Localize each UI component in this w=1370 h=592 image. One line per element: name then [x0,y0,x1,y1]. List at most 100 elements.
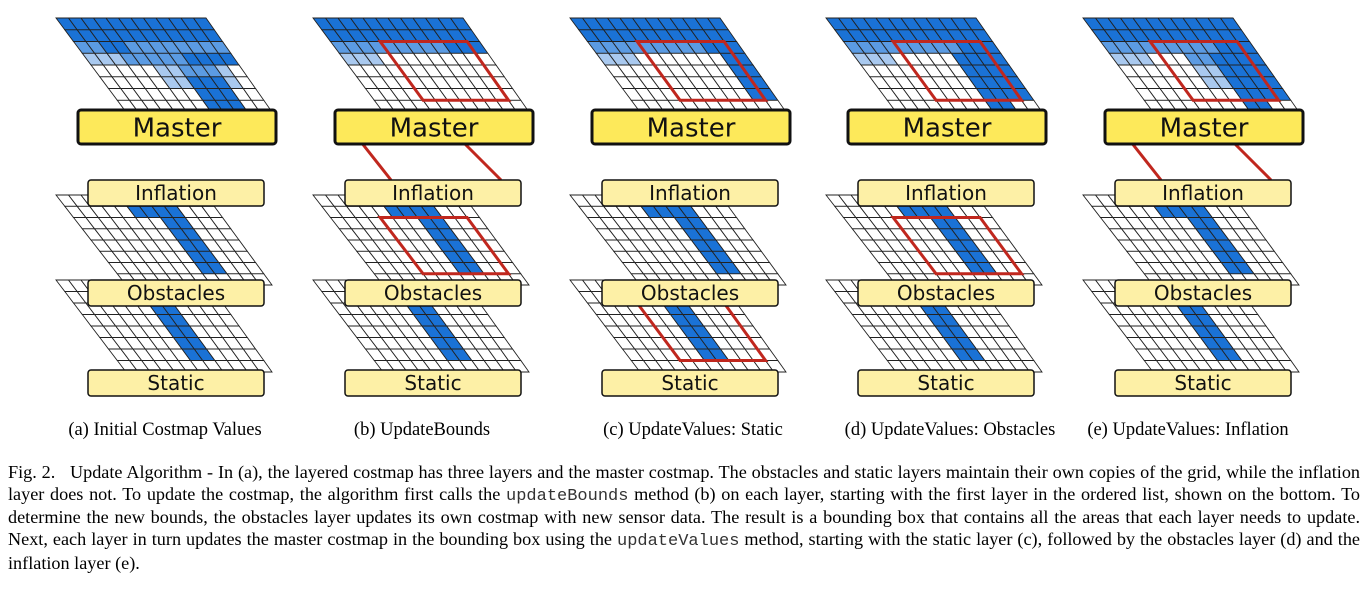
static-label-box [857,369,1035,397]
master-label-box [1103,108,1305,146]
bounding-box [890,40,1025,102]
master-label-box [76,108,278,146]
obstacles-label-box [601,279,779,307]
obstacles-label-box [857,279,1035,307]
master-label-box [590,108,792,146]
bounding-box [377,216,512,276]
obstacles-label-text: Obstacles [641,281,739,305]
obstacles-label: Obstacles [1114,279,1292,307]
inflation-label-text: Inflation [392,181,474,205]
inflation-label: Inflation [1114,179,1292,207]
grid-cell [1020,360,1043,373]
inflation-label: Inflation [344,179,522,207]
obstacles-label-text: Obstacles [897,281,995,305]
static-label-text: Static [147,371,204,395]
obstacles-label: Obstacles [601,279,779,307]
static-label-text: Static [404,371,461,395]
obstacles-label: Obstacles [857,279,1035,307]
master-grid [312,17,530,113]
inflation-label: Inflation [857,179,1035,207]
master-label-text: Master [390,113,479,143]
static-label: Static [87,369,265,397]
master-label: Master [333,108,535,146]
obstacles-label-text: Obstacles [384,281,482,305]
subcaption-a: (a) Initial Costmap Values [68,420,262,440]
bounding-box [377,40,512,102]
bounds-line-left [1129,141,1163,181]
grid-cell [1277,360,1300,373]
obstacles-grid [1082,194,1300,286]
grid-cell [764,360,787,373]
inflation-label: Inflation [87,179,265,207]
bounding-box [1147,40,1282,102]
static-label-text: Static [1174,371,1231,395]
inflation-label-text: Inflation [905,181,987,205]
master-grid [1082,17,1300,113]
caption-text-2: method (b) on each layer, starting with … [8,483,1361,550]
bounds-line-left [359,141,393,181]
master-label-box [846,108,1048,146]
static-label-box [344,369,522,397]
caption-code-updatevalues: updateValues [617,532,740,552]
static-label-text: Static [917,371,974,395]
grid-cell [507,360,530,373]
obstacles-label: Obstacles [87,279,265,307]
caption-code-updatebounds: updateBounds [506,486,629,506]
grid-cell [250,360,273,373]
static-label: Static [1114,369,1292,397]
master-label: Master [76,108,278,146]
figure-diagram: MasterInflationObstaclesStaticMasterInfl… [55,17,1305,397]
bounding-box [890,216,1025,276]
master-label: Master [846,108,1048,146]
obstacles-grid [569,194,787,286]
master-label-text: Master [133,113,222,143]
static-label: Static [344,369,522,397]
inflation-label-text: Inflation [1162,181,1244,205]
master-grid [569,17,787,113]
inflation-label-box [87,179,265,207]
obstacles-label-text: Obstacles [127,281,225,305]
static-label-box [1114,369,1292,397]
inflation-label-text: Inflation [649,181,731,205]
inflation-label-box [344,179,522,207]
obstacles-grid [55,194,273,286]
obstacles-label-box [87,279,265,307]
master-label-text: Master [1160,113,1249,143]
caption-text-3: method, starting with the static layer (… [8,529,1360,573]
bounds-line-right [1231,140,1273,182]
obstacles-label-box [344,279,522,307]
figure-caption: Fig. 2. Update Algorithm - In (a), the l… [8,462,1360,575]
subcaption-b: (b) UpdateBounds [353,420,491,440]
static-label: Static [601,369,779,397]
obstacles-label-box [1114,279,1292,307]
inflation-label: Inflation [601,179,779,207]
master-grid [55,17,273,113]
inflation-label-text: Inflation [135,181,217,205]
master-label-text: Master [903,113,992,143]
bounds-line-right [461,140,503,182]
obstacles-label: Obstacles [344,279,522,307]
subcaption-e: (e) UpdateValues: Inflation [1087,420,1289,440]
inflation-label-box [857,179,1035,207]
caption-label: Fig. 2. [8,462,56,482]
static-label-box [87,369,265,397]
static-label-box [601,369,779,397]
inflation-label-box [1114,179,1292,207]
caption-text-1: Update Algorithm - In (a), the layered c… [8,462,1361,504]
subcaption-c: (c) UpdateValues: Static [603,420,783,440]
static-label: Static [857,369,1035,397]
static-label-text: Static [661,371,718,395]
master-label-box [333,108,535,146]
master-label-text: Master [647,113,736,143]
inflation-label-box [601,179,779,207]
master-label: Master [590,108,792,146]
master-label: Master [1103,108,1305,146]
obstacles-label-text: Obstacles [1154,281,1252,305]
subcaption-d: (d) UpdateValues: Obstacles [844,420,1056,440]
bounding-box [634,40,769,102]
